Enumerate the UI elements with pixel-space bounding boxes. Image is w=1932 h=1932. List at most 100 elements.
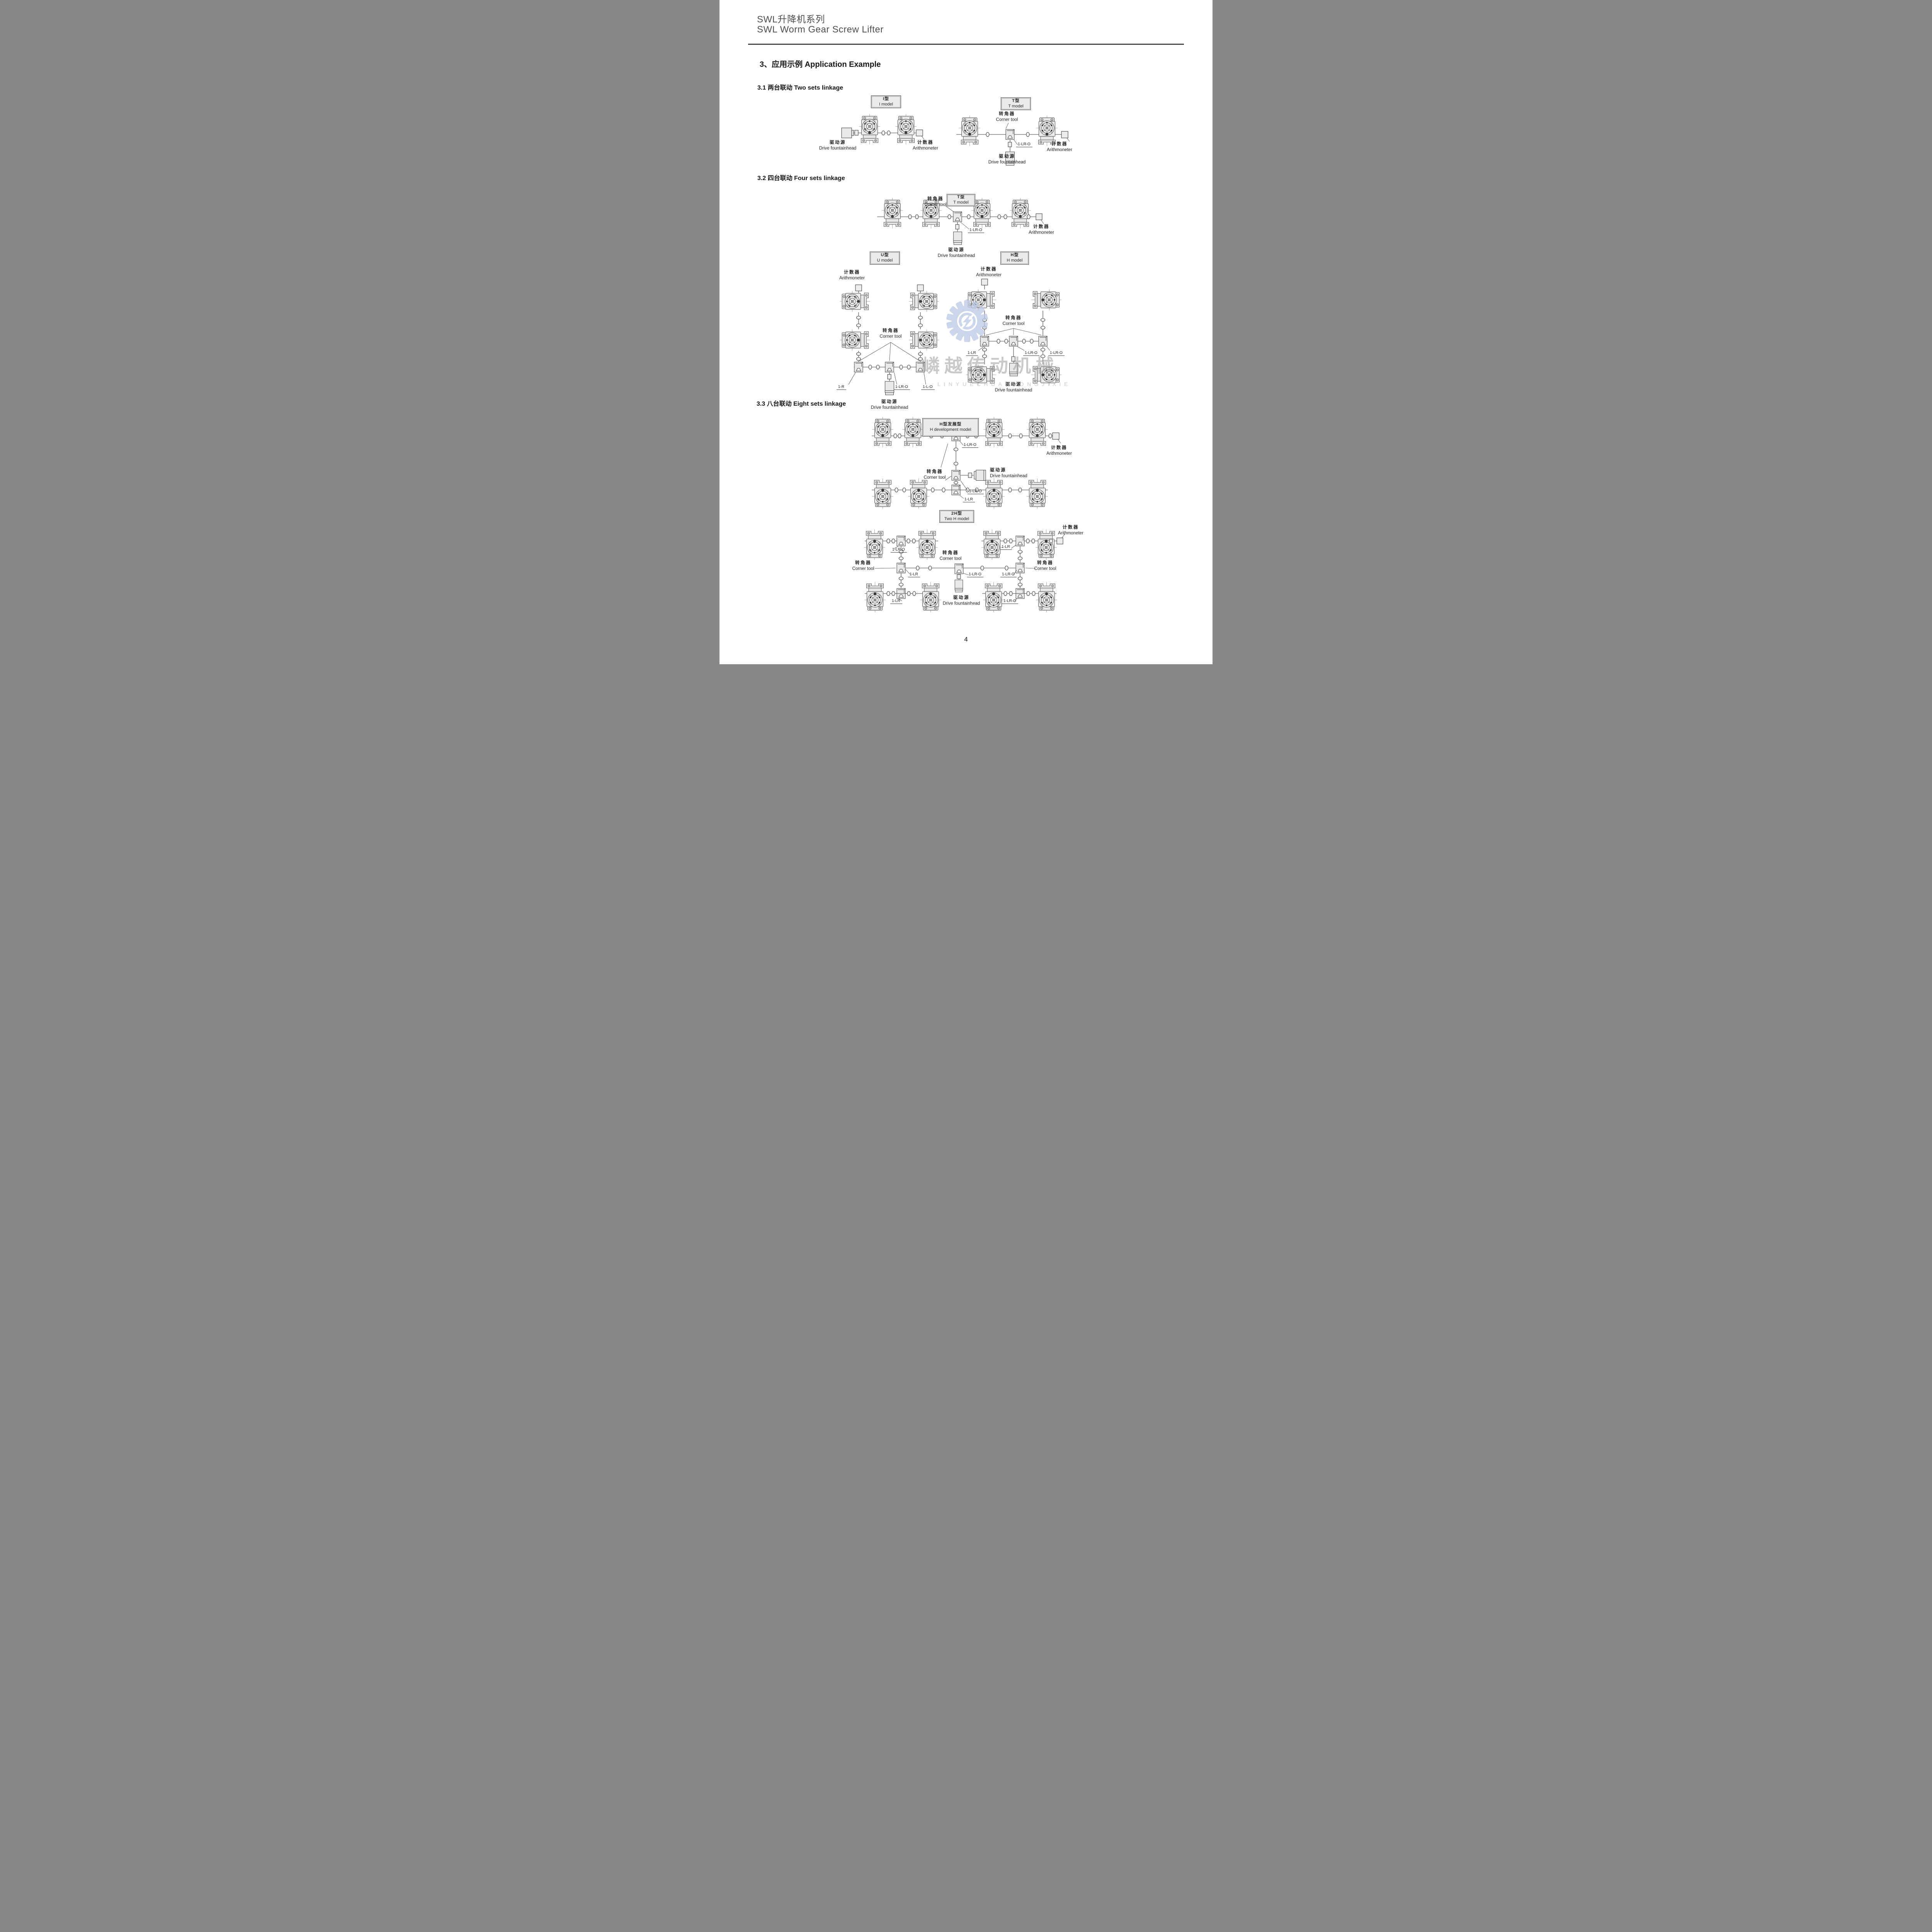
corner-tool-icon (954, 563, 964, 574)
lifter-unit-icon (1036, 529, 1057, 560)
page-number: 4 (964, 636, 968, 643)
lifter-unit-icon (859, 114, 881, 145)
arithmoneter-icon (916, 129, 923, 136)
arithmoneter-icon (855, 284, 862, 291)
arithmoneter-icon (1061, 131, 1068, 138)
lifter-unit-icon (966, 364, 997, 386)
lifter-unit-icon (1027, 478, 1048, 509)
u-model-diagram (840, 284, 939, 395)
lifter-unit-icon (902, 417, 924, 448)
lifter-unit-icon (959, 115, 981, 146)
lifter-unit-icon (983, 417, 1005, 448)
drive-motor-icon (884, 381, 895, 395)
lifter-unit-icon (983, 582, 1004, 612)
corner-tool-icon (885, 362, 894, 372)
section-3-1-heading: 3.1 两台联动 Two sets linkage (757, 85, 843, 91)
arithmoneter-icon (1052, 432, 1060, 440)
section-3-title: 3、应用示例 Application Example (760, 60, 881, 69)
lifter-unit-icon (864, 582, 886, 612)
drive-motor-icon (953, 231, 962, 245)
corner-tool-icon (1038, 336, 1048, 347)
doc-title-cn: SWL升降机系列 (757, 14, 825, 25)
h-model-diagram (966, 279, 1062, 386)
twoh-ref-l-bot: 1-LR (890, 599, 902, 604)
lifter-unit-icon (920, 582, 941, 612)
h-ref-1lro-r: 1-LR-O (1048, 351, 1065, 356)
arithmoneter-icon (981, 279, 988, 286)
lifter-unit-icon (840, 329, 871, 351)
lifter-unit-icon (1026, 417, 1048, 448)
section-3-2-heading: 3.2 四台联动 Four sets linkage (757, 175, 845, 182)
t2-ref-1lro: 1-LR-O (968, 228, 984, 233)
lifter-unit-icon (864, 529, 885, 560)
lifter-unit-icon (1031, 289, 1062, 311)
corner-tool-icon (1015, 563, 1025, 573)
i-model-diagram (841, 114, 925, 145)
lifter-unit-icon (872, 478, 893, 509)
lifter-unit-icon (966, 289, 997, 311)
corner-tool-icon (1009, 336, 1018, 347)
lifter-unit-icon (872, 417, 894, 448)
lifter-unit-icon (1009, 197, 1031, 229)
lifter-unit-icon (983, 478, 1005, 509)
drive-motor-icon (974, 469, 986, 481)
h-ref-1lro-c: 1-LR-O (1023, 351, 1039, 356)
drive-motor-icon (954, 580, 963, 592)
t-model-diagram-1 (956, 115, 1070, 166)
hdev-ref-1lr-bot: 1-LR (963, 497, 975, 502)
drive-motor-icon (841, 128, 852, 138)
two-h-diagram (864, 529, 1065, 612)
hdev-ref-1lro-mid: 1-LR-O (968, 489, 984, 494)
corner-tool-icon (896, 536, 906, 546)
corner-tool-icon (1005, 129, 1015, 140)
coupling-icon (854, 130, 859, 136)
section-3-3-heading: 3.3 八台联动 Eight sets linkage (757, 401, 846, 407)
t-model-diagram-2 (877, 197, 1044, 245)
catalog-page: SWL升降机系列 SWL Worm Gear Screw Lifter 3、应用… (719, 0, 1213, 664)
corner-tool-icon (1015, 536, 1025, 546)
arithmoneter-icon (1036, 213, 1043, 220)
u-ref-1lo: 1-L-O (921, 385, 935, 390)
lifter-unit-icon (840, 291, 871, 312)
hdev-ref-1lro-top: 1-LR-O (962, 443, 978, 448)
corner-tool-icon (854, 362, 863, 372)
lifter-unit-icon (1036, 582, 1057, 612)
corner-tool-icon (951, 470, 961, 481)
lifter-unit-icon (1031, 364, 1062, 386)
twoh-ref-r-top: 1-LR (1000, 545, 1012, 550)
corner-tool-icon (980, 336, 989, 347)
diagram-canvas (840, 114, 1070, 664)
corner-tool-icon (953, 211, 962, 222)
arithmoneter-icon (1056, 537, 1063, 544)
doc-title-en: SWL Worm Gear Screw Lifter (757, 24, 884, 35)
lifter-unit-icon (908, 291, 939, 312)
twoh-ref-r-bot: 1-LR-O (1002, 599, 1018, 604)
header-rule (748, 44, 1184, 45)
t1-ref-1lro: 1-LR-O (1016, 142, 1032, 147)
lifter-unit-icon (908, 329, 939, 351)
corner-tool-icon (896, 563, 906, 573)
twoh-ref-c: 1-LR-O (967, 572, 983, 577)
